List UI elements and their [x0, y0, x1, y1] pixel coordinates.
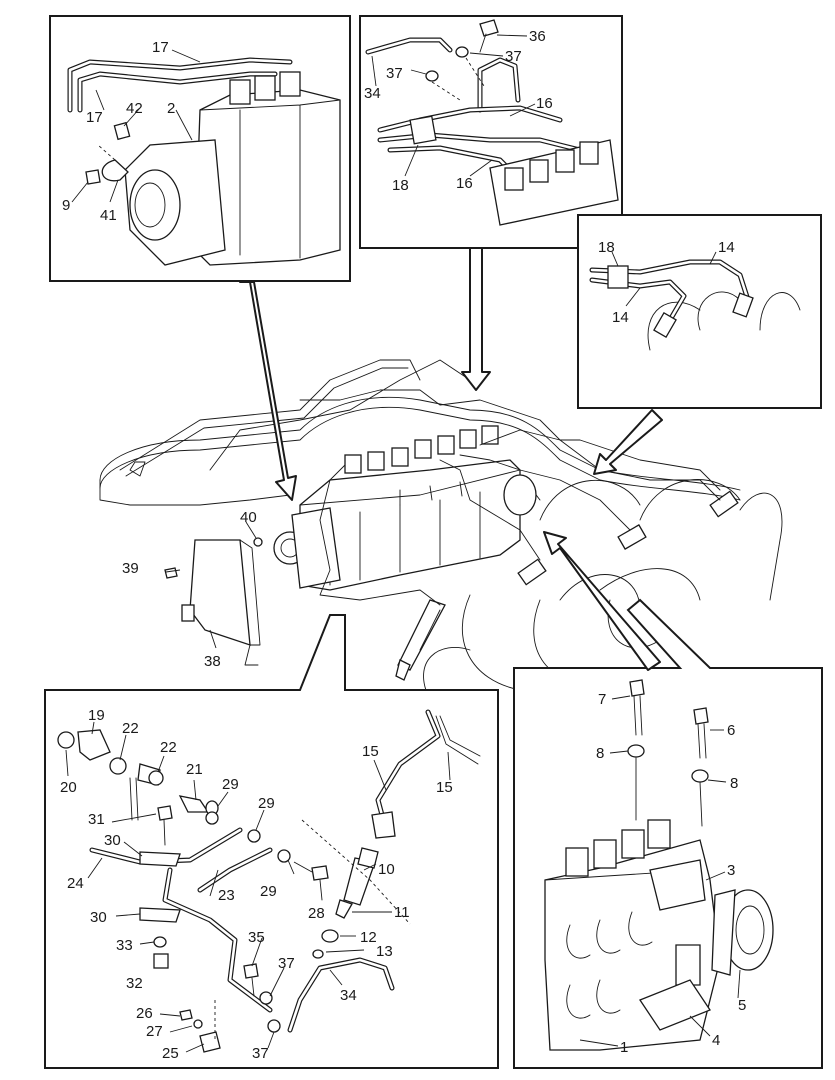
callout-27: 27	[146, 1023, 163, 1040]
callout-14-upper: 14	[718, 239, 735, 256]
callout-29-a: 29	[222, 776, 239, 793]
callout-39: 39	[122, 560, 139, 577]
callout-40: 40	[240, 509, 257, 526]
callout-20: 20	[60, 779, 77, 796]
callout-5: 5	[738, 997, 746, 1014]
callout-7: 7	[598, 691, 606, 708]
callout-9: 9	[62, 197, 70, 214]
pump-delivery-valves	[344, 425, 499, 474]
inset-right: 18 14 14	[577, 214, 822, 409]
callout-17-top: 17	[152, 39, 169, 56]
callout-29-b: 29	[258, 795, 275, 812]
callout-23: 23	[218, 887, 235, 904]
callout-18-right: 18	[598, 239, 615, 256]
callout-17-left: 17	[86, 109, 103, 126]
callout-19: 19	[88, 707, 105, 724]
callout-6: 6	[727, 722, 735, 739]
callout-38: 38	[204, 653, 221, 670]
callout-8-left: 8	[596, 745, 604, 762]
arrow-from-inset-top-left	[239, 281, 297, 501]
callout-32: 32	[126, 975, 143, 992]
callout-34-top: 34	[364, 85, 381, 102]
callout-15-left: 15	[362, 743, 379, 760]
callout-25: 25	[162, 1045, 179, 1062]
callout-36: 36	[529, 28, 546, 45]
callout-12: 12	[360, 929, 377, 946]
inset-top-left: 17 17 42 2 9 41	[49, 15, 351, 282]
callout-35: 35	[248, 929, 265, 946]
callout-31: 31	[88, 811, 105, 828]
callout-30-lower: 30	[90, 909, 107, 926]
inset-bottom-left: 19 22 22 20 21 29 29 31 30 29 24 23 30 3…	[44, 614, 499, 1069]
callout-37-right: 37	[505, 48, 522, 65]
callout-4: 4	[712, 1032, 720, 1049]
callout-37-left: 37	[386, 65, 403, 82]
arrow-from-inset-bottom-right	[543, 531, 661, 671]
arrow-from-inset-top-center	[461, 247, 491, 391]
callout-13: 13	[376, 943, 393, 960]
inset-bottom-right: 7 6 8 8 3 5 4 1	[513, 598, 823, 1069]
callout-42: 42	[126, 100, 143, 117]
callout-41: 41	[100, 207, 117, 224]
callout-10: 10	[378, 861, 395, 878]
callout-3: 3	[727, 862, 735, 879]
callout-30-upper: 30	[104, 832, 121, 849]
callout-28: 28	[308, 905, 325, 922]
callout-2: 2	[167, 100, 175, 117]
callout-22-lower: 22	[160, 739, 177, 756]
callout-14-lower: 14	[612, 309, 629, 326]
callout-18-top: 18	[392, 177, 409, 194]
callout-8-right: 8	[730, 775, 738, 792]
callout-22-upper: 22	[122, 720, 139, 737]
callout-1: 1	[620, 1039, 628, 1056]
inset-top-center: 36 37 37 34 16 18 16	[359, 15, 623, 249]
callout-21: 21	[186, 761, 203, 778]
callout-34-bottom: 34	[340, 987, 357, 1004]
arrow-from-inset-right	[593, 409, 663, 475]
callout-11: 11	[394, 904, 410, 921]
callout-26: 26	[136, 1005, 153, 1022]
callout-33: 33	[116, 937, 133, 954]
front-injector	[395, 599, 446, 681]
callout-16-lower: 16	[456, 175, 473, 192]
central-engine-assembly	[99, 359, 783, 701]
callout-24: 24	[67, 875, 84, 892]
callout-15-right: 15	[436, 779, 453, 796]
callout-37-bl-upper: 37	[278, 955, 295, 972]
callout-37-bl-lower: 37	[252, 1045, 269, 1062]
callout-16-upper: 16	[536, 95, 553, 112]
callout-29-c: 29	[260, 883, 277, 900]
mounting-bracket-38	[164, 537, 263, 666]
